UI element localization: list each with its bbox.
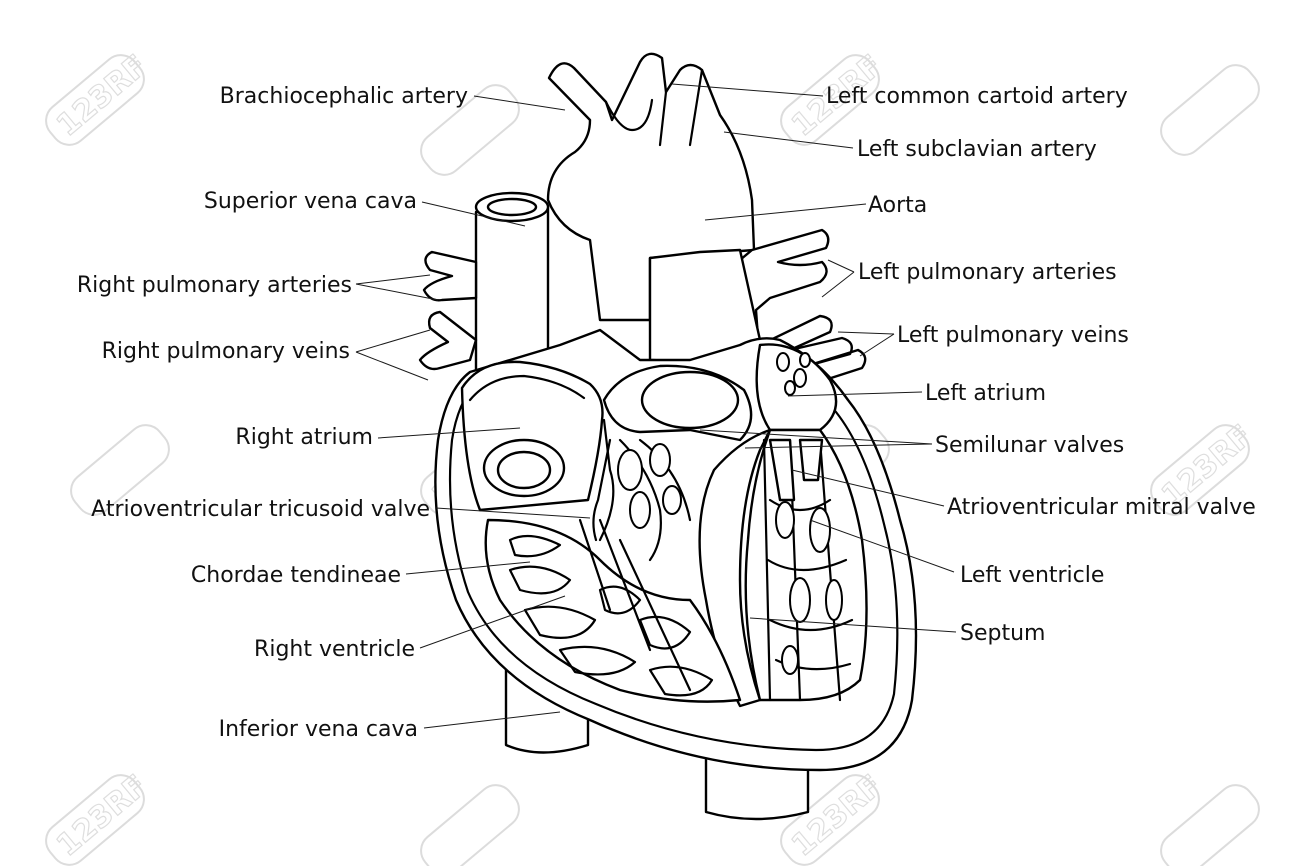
label-brachiocephalic-artery: Brachiocephalic artery <box>220 84 468 109</box>
leader-lines <box>355 83 957 729</box>
label-right-pulmonary-veins: Right pulmonary veins <box>102 339 350 364</box>
watermark <box>70 424 170 516</box>
label-inferior-vena-cava: Inferior vena cava <box>219 717 418 742</box>
left-ventricle-shape <box>744 428 868 702</box>
labels: Brachiocephalic artery Left common carto… <box>77 84 1256 742</box>
label-right-pulmonary-arteries: Right pulmonary arteries <box>77 273 352 298</box>
label-chordae-tendineae: Chordae tendineae <box>191 563 401 588</box>
label-atrioventricular-tricusoid-valve: Atrioventricular tricusoid valve <box>91 497 430 522</box>
right-pulmonary-arteries-shape <box>422 250 478 302</box>
label-left-pulmonary-veins: Left pulmonary veins <box>897 323 1129 348</box>
watermark: 123RF <box>45 768 155 866</box>
watermark <box>1160 784 1260 866</box>
watermark <box>1160 64 1260 156</box>
mitral-valve-shape <box>768 438 796 502</box>
label-left-subclavian-artery: Left subclavian artery <box>857 137 1097 162</box>
superior-vena-cava-shape <box>474 204 550 377</box>
label-left-common-cartoid-artery: Left common cartoid artery <box>826 84 1128 109</box>
right-pulmonary-veins-shape <box>418 310 478 371</box>
label-left-ventricle: Left ventricle <box>960 563 1104 588</box>
label-right-ventricle: Right ventricle <box>254 637 415 662</box>
label-superior-vena-cava: Superior vena cava <box>204 189 417 214</box>
watermark <box>420 84 520 176</box>
right-ventricle-shape <box>484 518 742 703</box>
left-pulmonary-arteries-shape <box>738 228 830 347</box>
watermark: 123RF <box>45 48 155 146</box>
label-right-atrium: Right atrium <box>235 425 373 450</box>
label-aorta: Aorta <box>868 193 927 218</box>
label-atrioventricular-mitral-valve: Atrioventricular mitral valve <box>947 495 1256 520</box>
watermark <box>420 784 520 866</box>
label-left-atrium: Left atrium <box>925 381 1046 406</box>
label-semilunar-valves: Semilunar valves <box>935 433 1124 458</box>
label-left-pulmonary-arteries: Left pulmonary arteries <box>858 260 1117 285</box>
label-septum: Septum <box>960 621 1045 646</box>
heart-illustration <box>418 52 918 821</box>
